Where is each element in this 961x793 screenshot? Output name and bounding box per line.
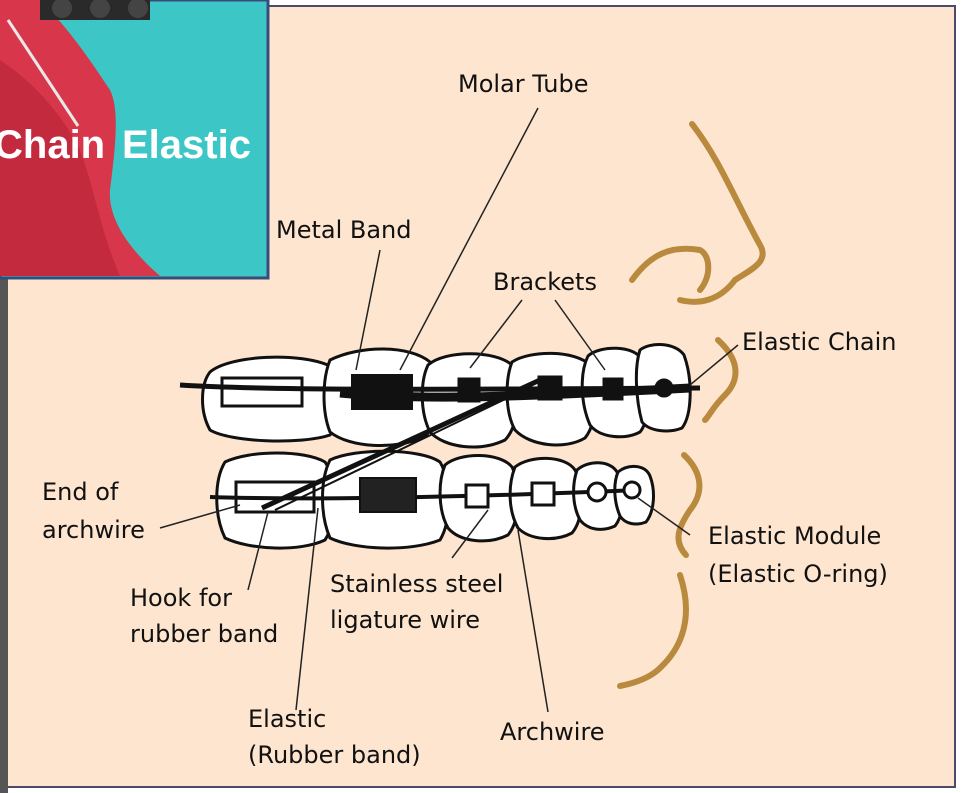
label-brackets: Brackets: [493, 268, 597, 296]
label-molar-tube: Molar Tube: [458, 70, 589, 98]
bracket-3: [603, 378, 623, 400]
inset-label-chain: Chain: [0, 123, 105, 167]
molar-tube-shape: [352, 375, 412, 409]
label-elastic-module-1: Elastic Module: [708, 522, 881, 550]
label-end-of-archwire-1: End of: [42, 478, 119, 506]
inset-photo: Chain Elastic: [0, 0, 268, 278]
label-end-of-archwire-2: archwire: [42, 516, 145, 544]
panel-left-shadow: [0, 270, 8, 793]
bracket-2: [538, 376, 562, 400]
lower-bracket-1: [466, 485, 488, 507]
lower-tube: [360, 478, 416, 512]
inset-label-elastic: Elastic: [122, 123, 251, 167]
label-hook-2: rubber band: [130, 620, 278, 648]
label-elastic-chain: Elastic Chain: [742, 328, 897, 356]
label-hook-1: Hook for: [130, 584, 232, 612]
label-elastic-1: Elastic: [248, 705, 326, 733]
label-ligature-2: ligature wire: [330, 606, 480, 634]
label-elastic-module-2: (Elastic O-ring): [708, 560, 888, 588]
bracket-4: [655, 379, 673, 397]
label-ligature-1: Stainless steel: [330, 570, 503, 598]
lower-bracket-3: [588, 483, 606, 501]
lower-bracket-2: [532, 483, 554, 505]
label-elastic-2: (Rubber band): [248, 741, 421, 769]
label-metal-band: Metal Band: [276, 216, 412, 244]
lower-bracket-4: [624, 482, 640, 498]
label-archwire: Archwire: [500, 718, 605, 746]
bracket-1: [458, 378, 480, 402]
